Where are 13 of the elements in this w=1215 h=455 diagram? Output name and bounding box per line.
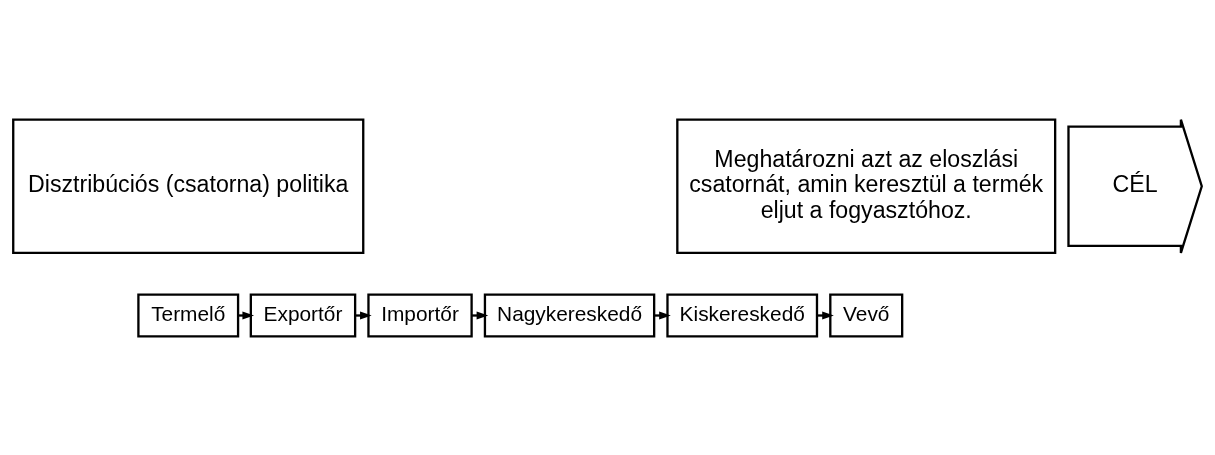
arrow xyxy=(355,310,372,320)
node-box: Disztribúciós (csatorna) politika xyxy=(12,118,365,254)
node-box: Exportőr xyxy=(249,292,357,338)
node-box: Nagykereskedő xyxy=(483,292,656,338)
node-box: Termelő xyxy=(137,292,240,338)
node-box: Meghatározni azt az eloszlási csatornát, amin keresztül a termék eljut a fogyasztóhoz. xyxy=(676,118,1057,254)
node-box: Kiskereskedő xyxy=(666,292,819,338)
arrow xyxy=(471,310,489,320)
node-box: Importőr xyxy=(367,292,473,338)
arrow xyxy=(238,310,255,320)
arrow xyxy=(817,310,834,320)
arrow xyxy=(654,310,671,320)
node-box: Vevő xyxy=(829,292,904,338)
